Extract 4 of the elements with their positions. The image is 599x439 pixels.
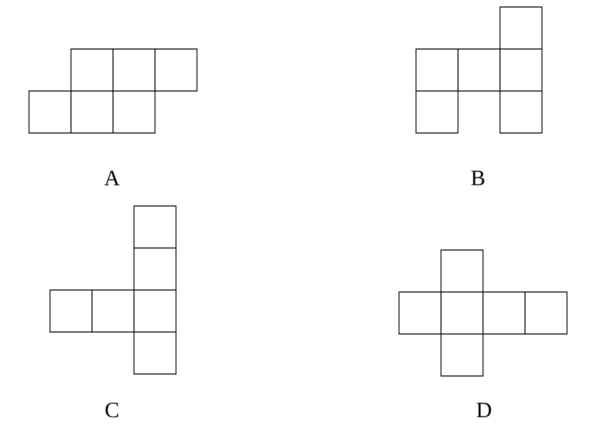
option-letter: A xyxy=(104,170,120,186)
option-letter: D xyxy=(476,402,492,418)
option-letter: C xyxy=(106,402,118,418)
option-letter: B xyxy=(471,170,484,186)
